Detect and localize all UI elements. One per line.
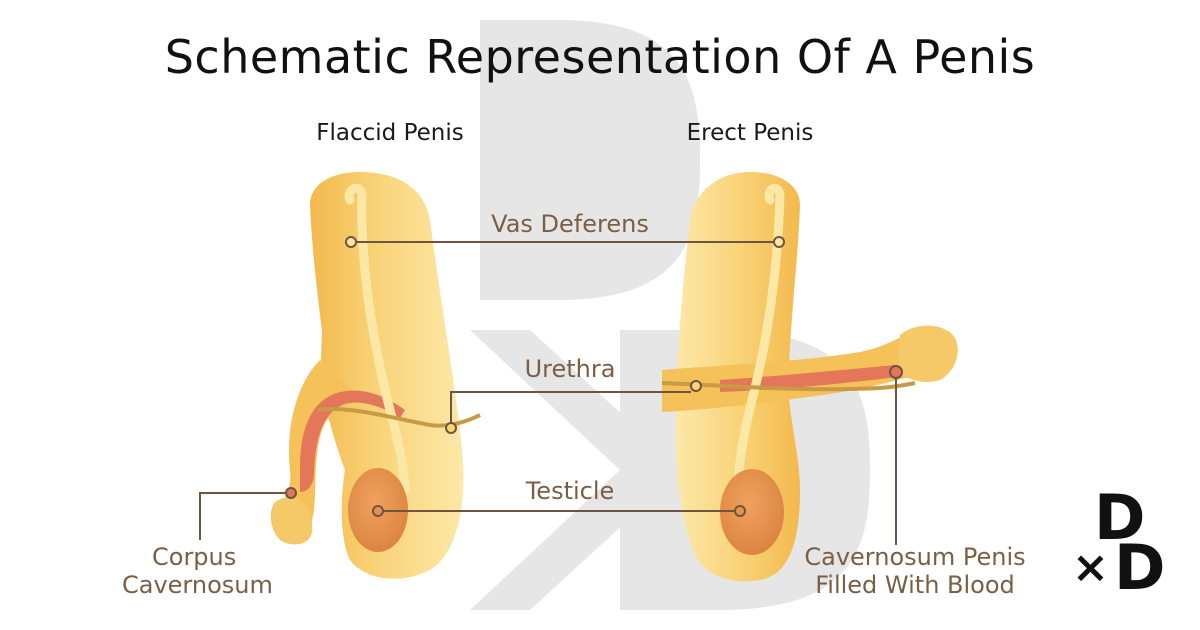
testicle-label: Testicle: [525, 477, 615, 505]
corpus-cavernosum-label: Corpus Cavernosum: [122, 543, 282, 599]
erect-body: [661, 172, 958, 582]
leader-markers: [285, 236, 903, 517]
cavernosum-label-line-2: Filled With Blood: [815, 571, 1015, 599]
erect-heading: Erect Penis: [686, 120, 814, 146]
logo-cross: ×: [1072, 542, 1109, 593]
logo-letter-bottom: D: [1114, 531, 1166, 604]
page-title: Schematic Representation Of A Penis: [164, 30, 1036, 84]
logo-letter-top: D: [1094, 481, 1146, 554]
watermark-logo: [470, 20, 870, 610]
flaccid-body: [270, 172, 481, 579]
leader-lines: [199, 241, 897, 545]
flaccid-heading: Flaccid Penis: [316, 120, 464, 146]
corpus-label-line-2: Cavernosum: [122, 571, 273, 599]
vas-deferens-label: Vas Deferens: [491, 210, 649, 238]
corpus-label-line-1: Corpus: [152, 543, 237, 571]
dxd-logo: D × D: [1072, 487, 1172, 605]
cavernosum-label-line-1: Cavernosum Penis: [804, 543, 1026, 571]
urethra-label: Urethra: [524, 355, 616, 383]
cavernosum-penis-label: Cavernosum Penis Filled With Blood: [795, 543, 1035, 599]
